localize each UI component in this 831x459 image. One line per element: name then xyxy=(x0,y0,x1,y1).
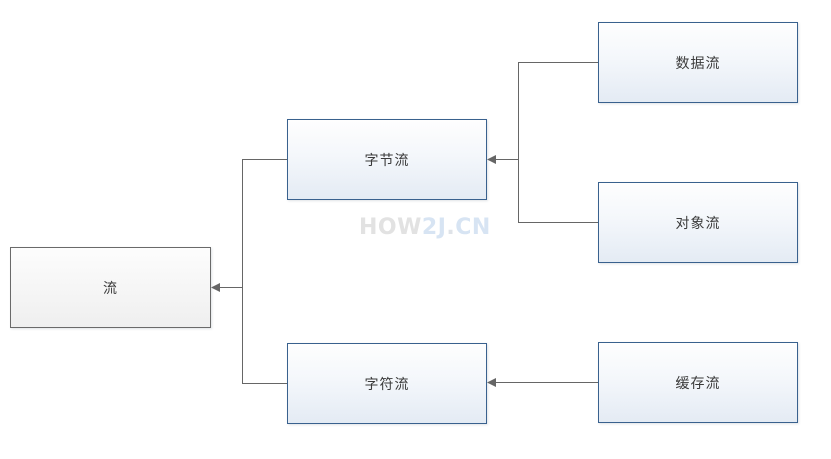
node-stream-label: 流 xyxy=(103,280,118,297)
node-object-stream-label: 对象流 xyxy=(675,215,721,232)
node-buffer-stream: 缓存流 xyxy=(598,342,798,423)
node-byte-stream: 字节流 xyxy=(287,119,487,200)
node-data-stream-label: 数据流 xyxy=(675,55,721,72)
watermark-part-2j: 2J xyxy=(421,215,447,240)
arrowhead-into-char xyxy=(487,378,496,387)
node-object-stream: 对象流 xyxy=(598,182,798,263)
watermark-part-dot: . xyxy=(446,215,456,240)
watermark: HOW2J.CN xyxy=(359,215,491,240)
connector-byte-to-junction xyxy=(242,159,287,384)
connector-data-object-to-junction xyxy=(518,62,598,223)
node-stream: 流 xyxy=(10,247,211,328)
node-char-stream-label: 字符流 xyxy=(364,376,410,393)
arrowhead-into-byte xyxy=(487,155,496,164)
watermark-part-how: HOW xyxy=(359,215,422,240)
arrowhead-into-root xyxy=(211,283,220,292)
watermark-part-cn: CN xyxy=(455,215,491,240)
node-buffer-stream-label: 缓存流 xyxy=(675,375,721,392)
node-byte-stream-label: 字节流 xyxy=(364,152,410,169)
node-data-stream: 数据流 xyxy=(598,22,798,103)
node-char-stream: 字符流 xyxy=(287,343,487,424)
